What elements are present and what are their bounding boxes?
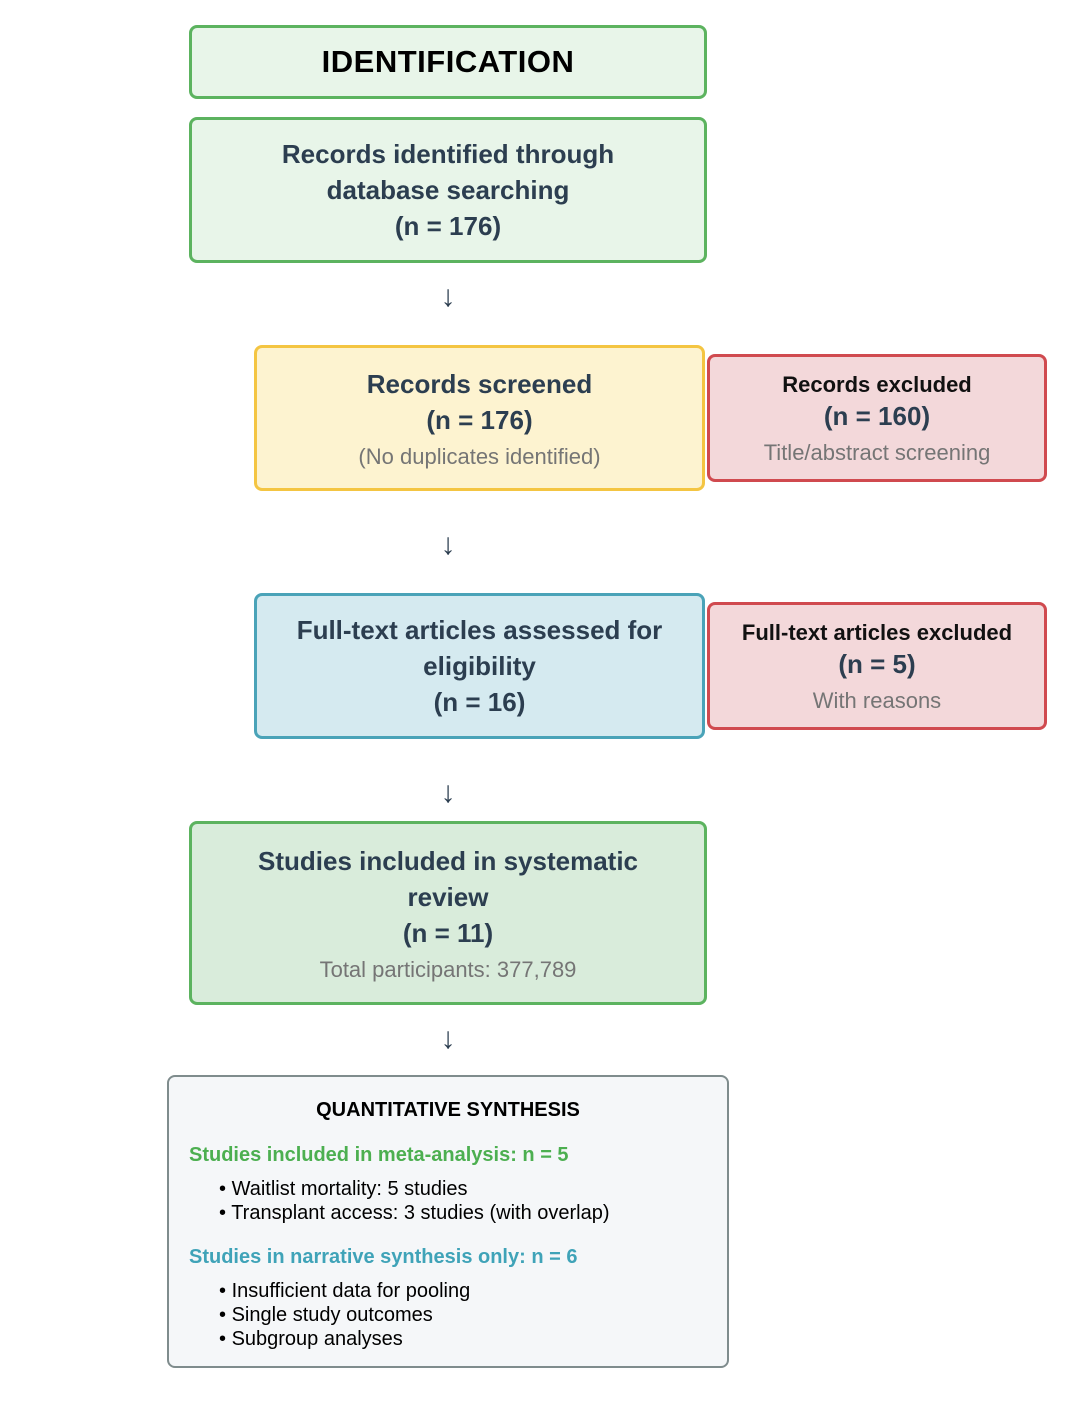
records-screened-note: (No duplicates identified): [358, 444, 601, 469]
quantitative-synthesis-box: QUANTITATIVE SYNTHESIS Studies included …: [167, 1075, 729, 1368]
identification-header: IDENTIFICATION: [189, 25, 707, 99]
meta-analysis-list: Waitlist mortality: 5 studies Transplant…: [219, 1177, 610, 1225]
records-screened-label: Records screened: [366, 369, 593, 399]
down-arrow-icon: ↓: [440, 1022, 456, 1055]
records-excluded-count: (n = 160): [823, 401, 931, 431]
identification-label: IDENTIFICATION: [321, 44, 575, 79]
fulltext-excluded-count: (n = 5): [838, 649, 916, 679]
fulltext-excluded-box: Full-text articles excluded (n = 5) With…: [707, 602, 1047, 730]
fulltext-assessed-box: Full-text articles assessed for eligibil…: [254, 593, 705, 739]
fulltext-assessed-count: (n = 16): [433, 687, 526, 717]
studies-included-count: (n = 11): [402, 918, 494, 948]
list-item: Single study outcomes: [219, 1303, 470, 1327]
list-item: Waitlist mortality: 5 studies: [219, 1177, 610, 1201]
synthesis-title: QUANTITATIVE SYNTHESIS: [316, 1099, 580, 1121]
studies-included-box: Studies included in systematic review (n…: [189, 821, 707, 1005]
records-identified-line2: database searching: [326, 175, 570, 205]
down-arrow-icon: ↓: [440, 776, 456, 809]
studies-included-line1: Studies included in systematic: [258, 846, 638, 876]
meta-analysis-heading: Studies included in meta-analysis: n = 5: [189, 1144, 569, 1166]
records-excluded-box: Records excluded (n = 160) Title/abstrac…: [707, 354, 1047, 482]
list-item: Insufficient data for pooling: [219, 1279, 471, 1303]
down-arrow-icon: ↓: [440, 528, 456, 561]
down-arrow-icon: ↓: [440, 280, 456, 313]
fulltext-excluded-note: With reasons: [812, 688, 942, 713]
fulltext-assessed-line1: Full-text articles assessed for: [296, 615, 663, 645]
list-item: Subgroup analyses: [219, 1327, 470, 1351]
records-identified-box: Records identified through database sear…: [189, 117, 707, 263]
records-screened-count: (n = 176): [426, 405, 533, 435]
list-item: Transplant access: 3 studies (with overl…: [219, 1201, 609, 1225]
fulltext-assessed-line2: eligibility: [423, 651, 536, 681]
studies-included-line2: review: [407, 882, 489, 912]
records-identified-line1: Records identified through: [281, 139, 615, 169]
total-participants: Total participants: 377,789: [319, 957, 577, 982]
records-excluded-note: Title/abstract screening: [763, 440, 991, 465]
records-screened-box: Records screened (n = 176) (No duplicate…: [254, 345, 705, 491]
records-excluded-label: Records excluded: [782, 372, 972, 397]
narrative-synthesis-heading: Studies in narrative synthesis only: n =…: [189, 1246, 578, 1268]
fulltext-excluded-label: Full-text articles excluded: [741, 620, 1013, 645]
narrative-synthesis-list: Insufficient data for pooling Single stu…: [219, 1279, 471, 1351]
records-identified-count: (n = 176): [394, 211, 502, 241]
